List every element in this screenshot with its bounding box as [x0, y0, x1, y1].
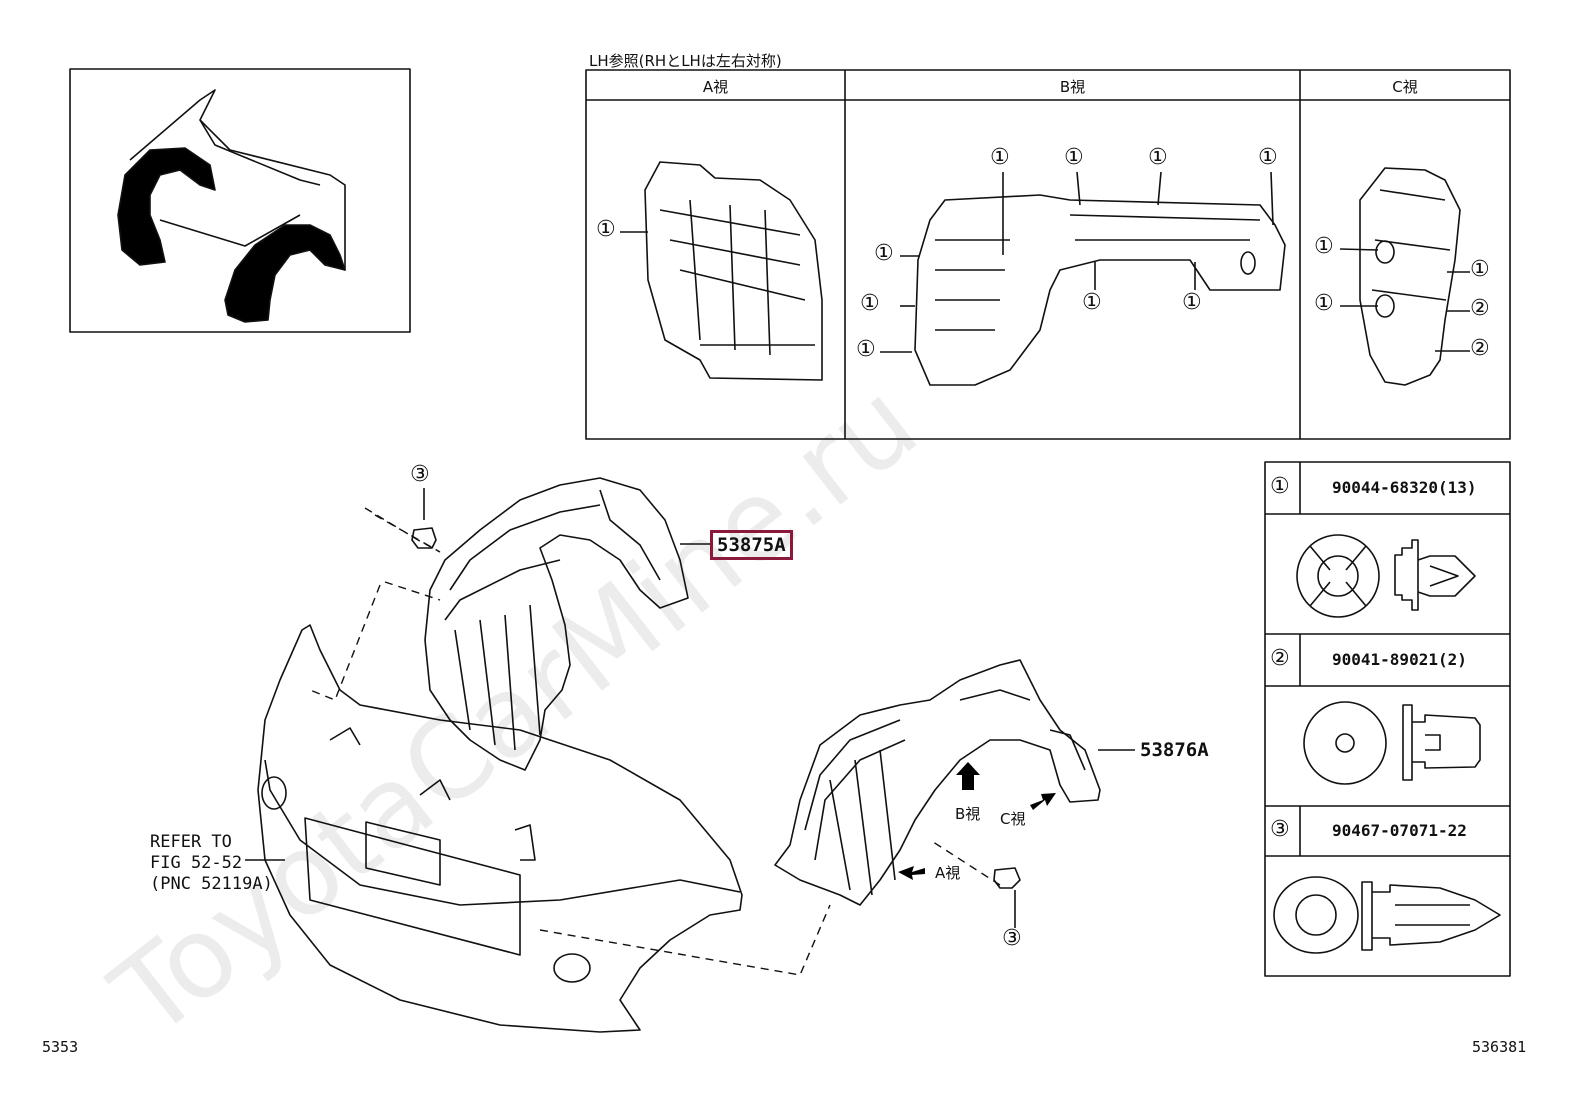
arrow-a — [898, 866, 925, 880]
view-b-callout-9: ① — [1182, 290, 1202, 315]
clip-2-top-view — [1303, 701, 1387, 785]
views-table-caption: LH参照(RHとLHは左右対称) — [589, 52, 782, 70]
view-c-callout-3: ① — [1470, 257, 1490, 282]
clip-callout-lower: ③ — [1002, 926, 1022, 951]
overview-frame — [69, 68, 411, 333]
view-b-callout-2: ① — [1064, 145, 1084, 170]
arrow-b — [956, 762, 980, 790]
clip-callout-upper: ③ — [410, 462, 430, 487]
clip-1-top-view — [1296, 534, 1380, 618]
clip-3-part-upper — [411, 527, 437, 549]
view-b-callout-5: ① — [874, 241, 894, 266]
column-header-b: B視 — [1059, 78, 1086, 96]
refer-line-3: (PNC 52119A) — [150, 874, 273, 894]
legend-part-number-2: 90041-89021(2) — [1332, 650, 1467, 669]
view-c-liner — [1359, 167, 1461, 386]
legend-symbol-2: ② — [1270, 646, 1290, 671]
overview-liner-right — [224, 224, 346, 323]
part-number-53876a[interactable]: 53876A — [1140, 739, 1209, 761]
view-b-callout-7: ① — [856, 337, 876, 362]
clip-1-side-view — [1394, 539, 1476, 611]
refer-line-1: REFER TO — [150, 832, 232, 852]
legend-part-number-3: 90467-07071-22 — [1332, 821, 1467, 840]
clip-3-side-view — [1361, 881, 1501, 951]
part-number-53875a[interactable]: 53875A — [710, 530, 793, 560]
legend-symbol-3: ③ — [1270, 817, 1290, 842]
view-b-callout-1: ① — [990, 145, 1010, 170]
view-c-callout-5: ② — [1470, 336, 1490, 361]
view-b-callout-6: ① — [860, 291, 880, 316]
view-a-liner — [644, 161, 823, 381]
view-b-callout-8: ① — [1082, 290, 1102, 315]
view-b-callout-4: ① — [1258, 145, 1278, 170]
views-table-frame — [585, 69, 1511, 440]
view-b-liner — [914, 194, 1286, 386]
view-a-arrow-label: A視 — [935, 864, 961, 882]
view-b-arrow-label: B視 — [955, 805, 981, 823]
view-b-callout-3: ① — [1148, 145, 1168, 170]
clip-2-side-view — [1402, 704, 1481, 781]
front-bumper — [257, 624, 743, 1033]
legend-frame — [1264, 461, 1511, 977]
view-c-callout-1: ① — [1314, 234, 1334, 259]
refer-line-2: FIG 52-52 — [150, 853, 243, 873]
legend-part-number-1: 90044-68320(13) — [1332, 478, 1477, 497]
column-header-c: C視 — [1392, 78, 1418, 96]
view-a-callout: ① — [596, 217, 616, 242]
license-plate-area — [304, 817, 521, 956]
footer-left-code: 5353 — [42, 1038, 79, 1056]
fender-liner-left — [424, 477, 689, 771]
clip-3-top-view — [1273, 876, 1359, 954]
view-c-callout-2: ① — [1314, 291, 1334, 316]
arrow-c — [1030, 793, 1056, 810]
legend-symbol-1: ① — [1270, 474, 1290, 499]
overview-liner-left — [117, 147, 216, 266]
column-header-a: A視 — [702, 78, 729, 96]
view-c-arrow-label: C視 — [1000, 810, 1026, 828]
footer-right-code: 536381 — [1472, 1038, 1527, 1056]
view-c-callout-4: ② — [1470, 296, 1490, 321]
clip-3-part-lower — [993, 867, 1021, 889]
